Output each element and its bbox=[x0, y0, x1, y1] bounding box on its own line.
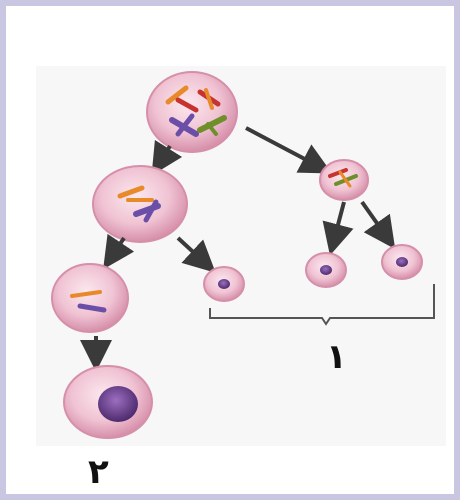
product-cell-2 bbox=[306, 253, 346, 287]
product-cell-3 bbox=[382, 245, 422, 279]
daughter-cell-right bbox=[320, 160, 368, 200]
arrow-parent-left bbox=[160, 146, 170, 162]
arrow-parent-right bbox=[246, 128, 318, 166]
product-cell-1 bbox=[204, 267, 244, 301]
group-2-label: ٢ bbox=[88, 455, 109, 489]
parent-cell bbox=[147, 72, 237, 152]
arrow-left-down bbox=[112, 238, 124, 256]
arrow-left-right bbox=[178, 238, 204, 262]
large-cell bbox=[64, 366, 152, 438]
arrow-right-right bbox=[362, 202, 386, 236]
arrow-right-left bbox=[334, 202, 344, 240]
daughter-cell-left bbox=[93, 166, 187, 242]
granddaughter-cell-left bbox=[52, 264, 128, 332]
group-1-label: ١ bbox=[326, 340, 347, 374]
